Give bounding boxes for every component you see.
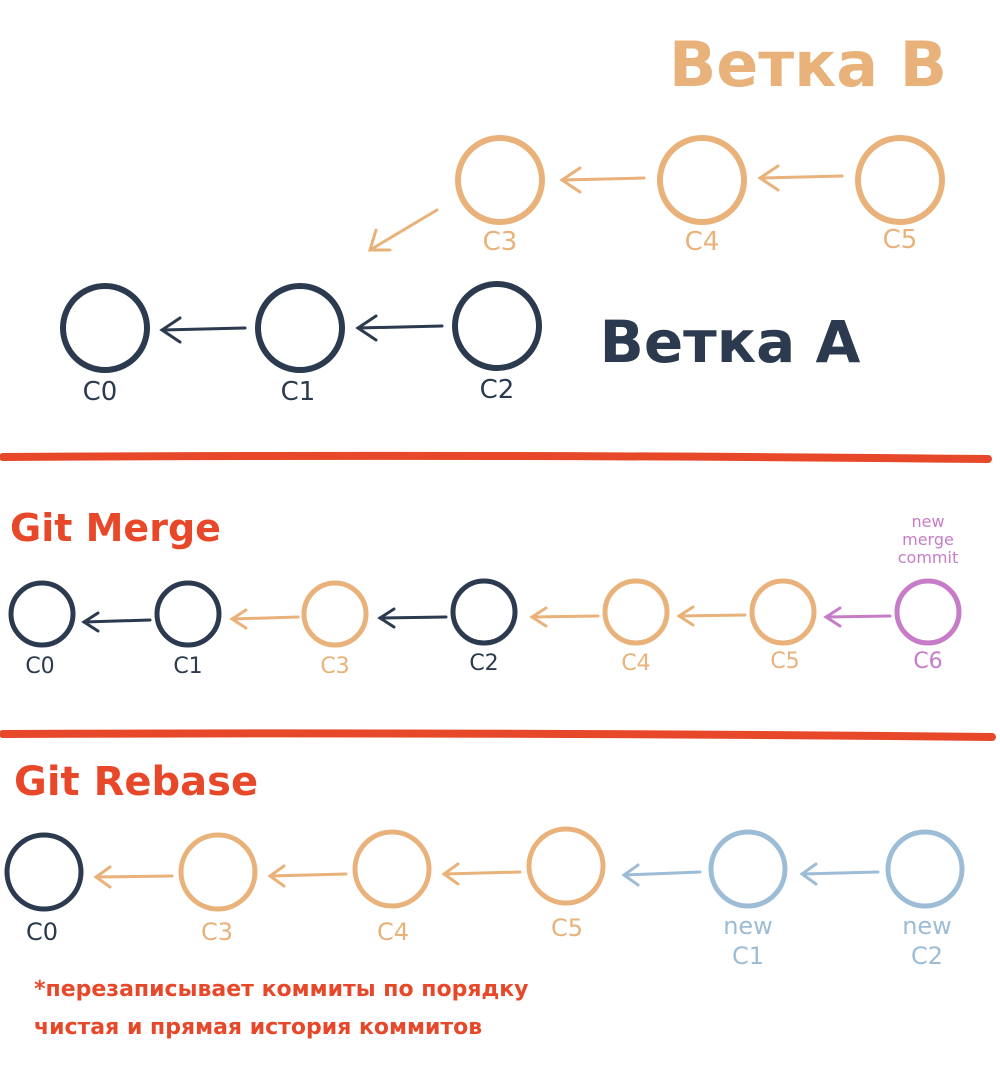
merge-note-line: new: [911, 512, 944, 531]
commit-label: new: [902, 912, 952, 940]
commit-node-c1: C1: [255, 283, 345, 407]
commit-label: C2: [911, 942, 943, 970]
rebase-commit-new-c2: new C2: [885, 829, 965, 970]
merge-arrow: [823, 606, 892, 628]
commit-node-c4: C4: [657, 135, 747, 257]
commit-label: C3: [320, 654, 349, 679]
rebase-arrow: [441, 862, 522, 886]
commit-node-c5: C5: [855, 135, 945, 255]
merge-arrow: [229, 608, 300, 630]
commit-node-c3: C3: [455, 135, 545, 257]
merge-arrow: [81, 611, 152, 633]
merge-commit-c2: C2: [450, 578, 518, 676]
commit-label: C6: [913, 649, 942, 674]
merge-arrow: [529, 606, 600, 628]
section-divider: [0, 729, 996, 741]
arrow-c4-to-c3: [559, 166, 646, 194]
merge-commit-c6: C6: [894, 578, 962, 674]
merge-note-line: merge: [902, 530, 954, 549]
commit-label: C2: [480, 375, 515, 405]
branch-b-title: Ветка B: [669, 28, 947, 101]
commit-label: C4: [621, 651, 650, 676]
merge-title: Git Merge: [10, 506, 221, 550]
arrow-c3-to-c2: [367, 208, 439, 252]
commit-label: C0: [25, 654, 54, 679]
merge-arrow: [377, 607, 448, 629]
rebase-note: *перезаписывает коммиты по порядку: [34, 977, 529, 1002]
section-divider: [0, 451, 992, 463]
commit-label: new: [723, 912, 773, 940]
commit-label: C1: [732, 942, 764, 970]
rebase-arrow: [267, 864, 348, 888]
commit-label: C3: [201, 918, 233, 946]
commit-label: C0: [83, 377, 118, 407]
merge-commit-c0: C0: [8, 580, 76, 679]
merge-note-line: commit: [898, 548, 958, 567]
rebase-arrow: [93, 865, 174, 889]
merge-commit-c3: C3: [301, 580, 369, 679]
rebase-arrow: [621, 863, 702, 887]
commit-label: C4: [377, 918, 409, 946]
commit-label: C1: [173, 654, 202, 679]
merge-arrow: [676, 605, 747, 627]
rebase-title: Git Rebase: [14, 759, 258, 805]
commit-label: C4: [685, 227, 720, 257]
merge-commit-c5: C5: [749, 578, 817, 674]
branch-a-title: Ветка A: [600, 308, 861, 376]
rebase-note: чистая и прямая история коммитов: [34, 1015, 482, 1040]
commit-label: C5: [883, 225, 918, 255]
rebase-commit-new-c1: new C1: [708, 829, 788, 970]
commit-label: C5: [551, 914, 583, 942]
commit-node-c0: C0: [60, 283, 150, 407]
arrow-c1-to-c0: [159, 316, 247, 344]
merge-note: new merge commit: [898, 512, 958, 567]
commit-label: C1: [281, 377, 316, 407]
rebase-commit-c5: C5: [526, 826, 606, 942]
merge-commit-c4: C4: [602, 578, 670, 676]
rebase-arrow: [799, 862, 880, 886]
commit-node-c2: C2: [452, 281, 542, 405]
merge-commit-c1: C1: [154, 580, 222, 679]
commit-label: C0: [26, 918, 58, 946]
rebase-commit-c4: C4: [352, 829, 432, 946]
arrow-c2-to-c1: [355, 314, 444, 342]
commit-label: C5: [770, 649, 799, 674]
commit-label: C2: [469, 651, 498, 676]
rebase-commit-c3: C3: [178, 832, 258, 946]
arrow-c5-to-c4: [757, 164, 844, 192]
rebase-commit-c0: C0: [4, 832, 84, 946]
commit-label: C3: [483, 227, 518, 257]
